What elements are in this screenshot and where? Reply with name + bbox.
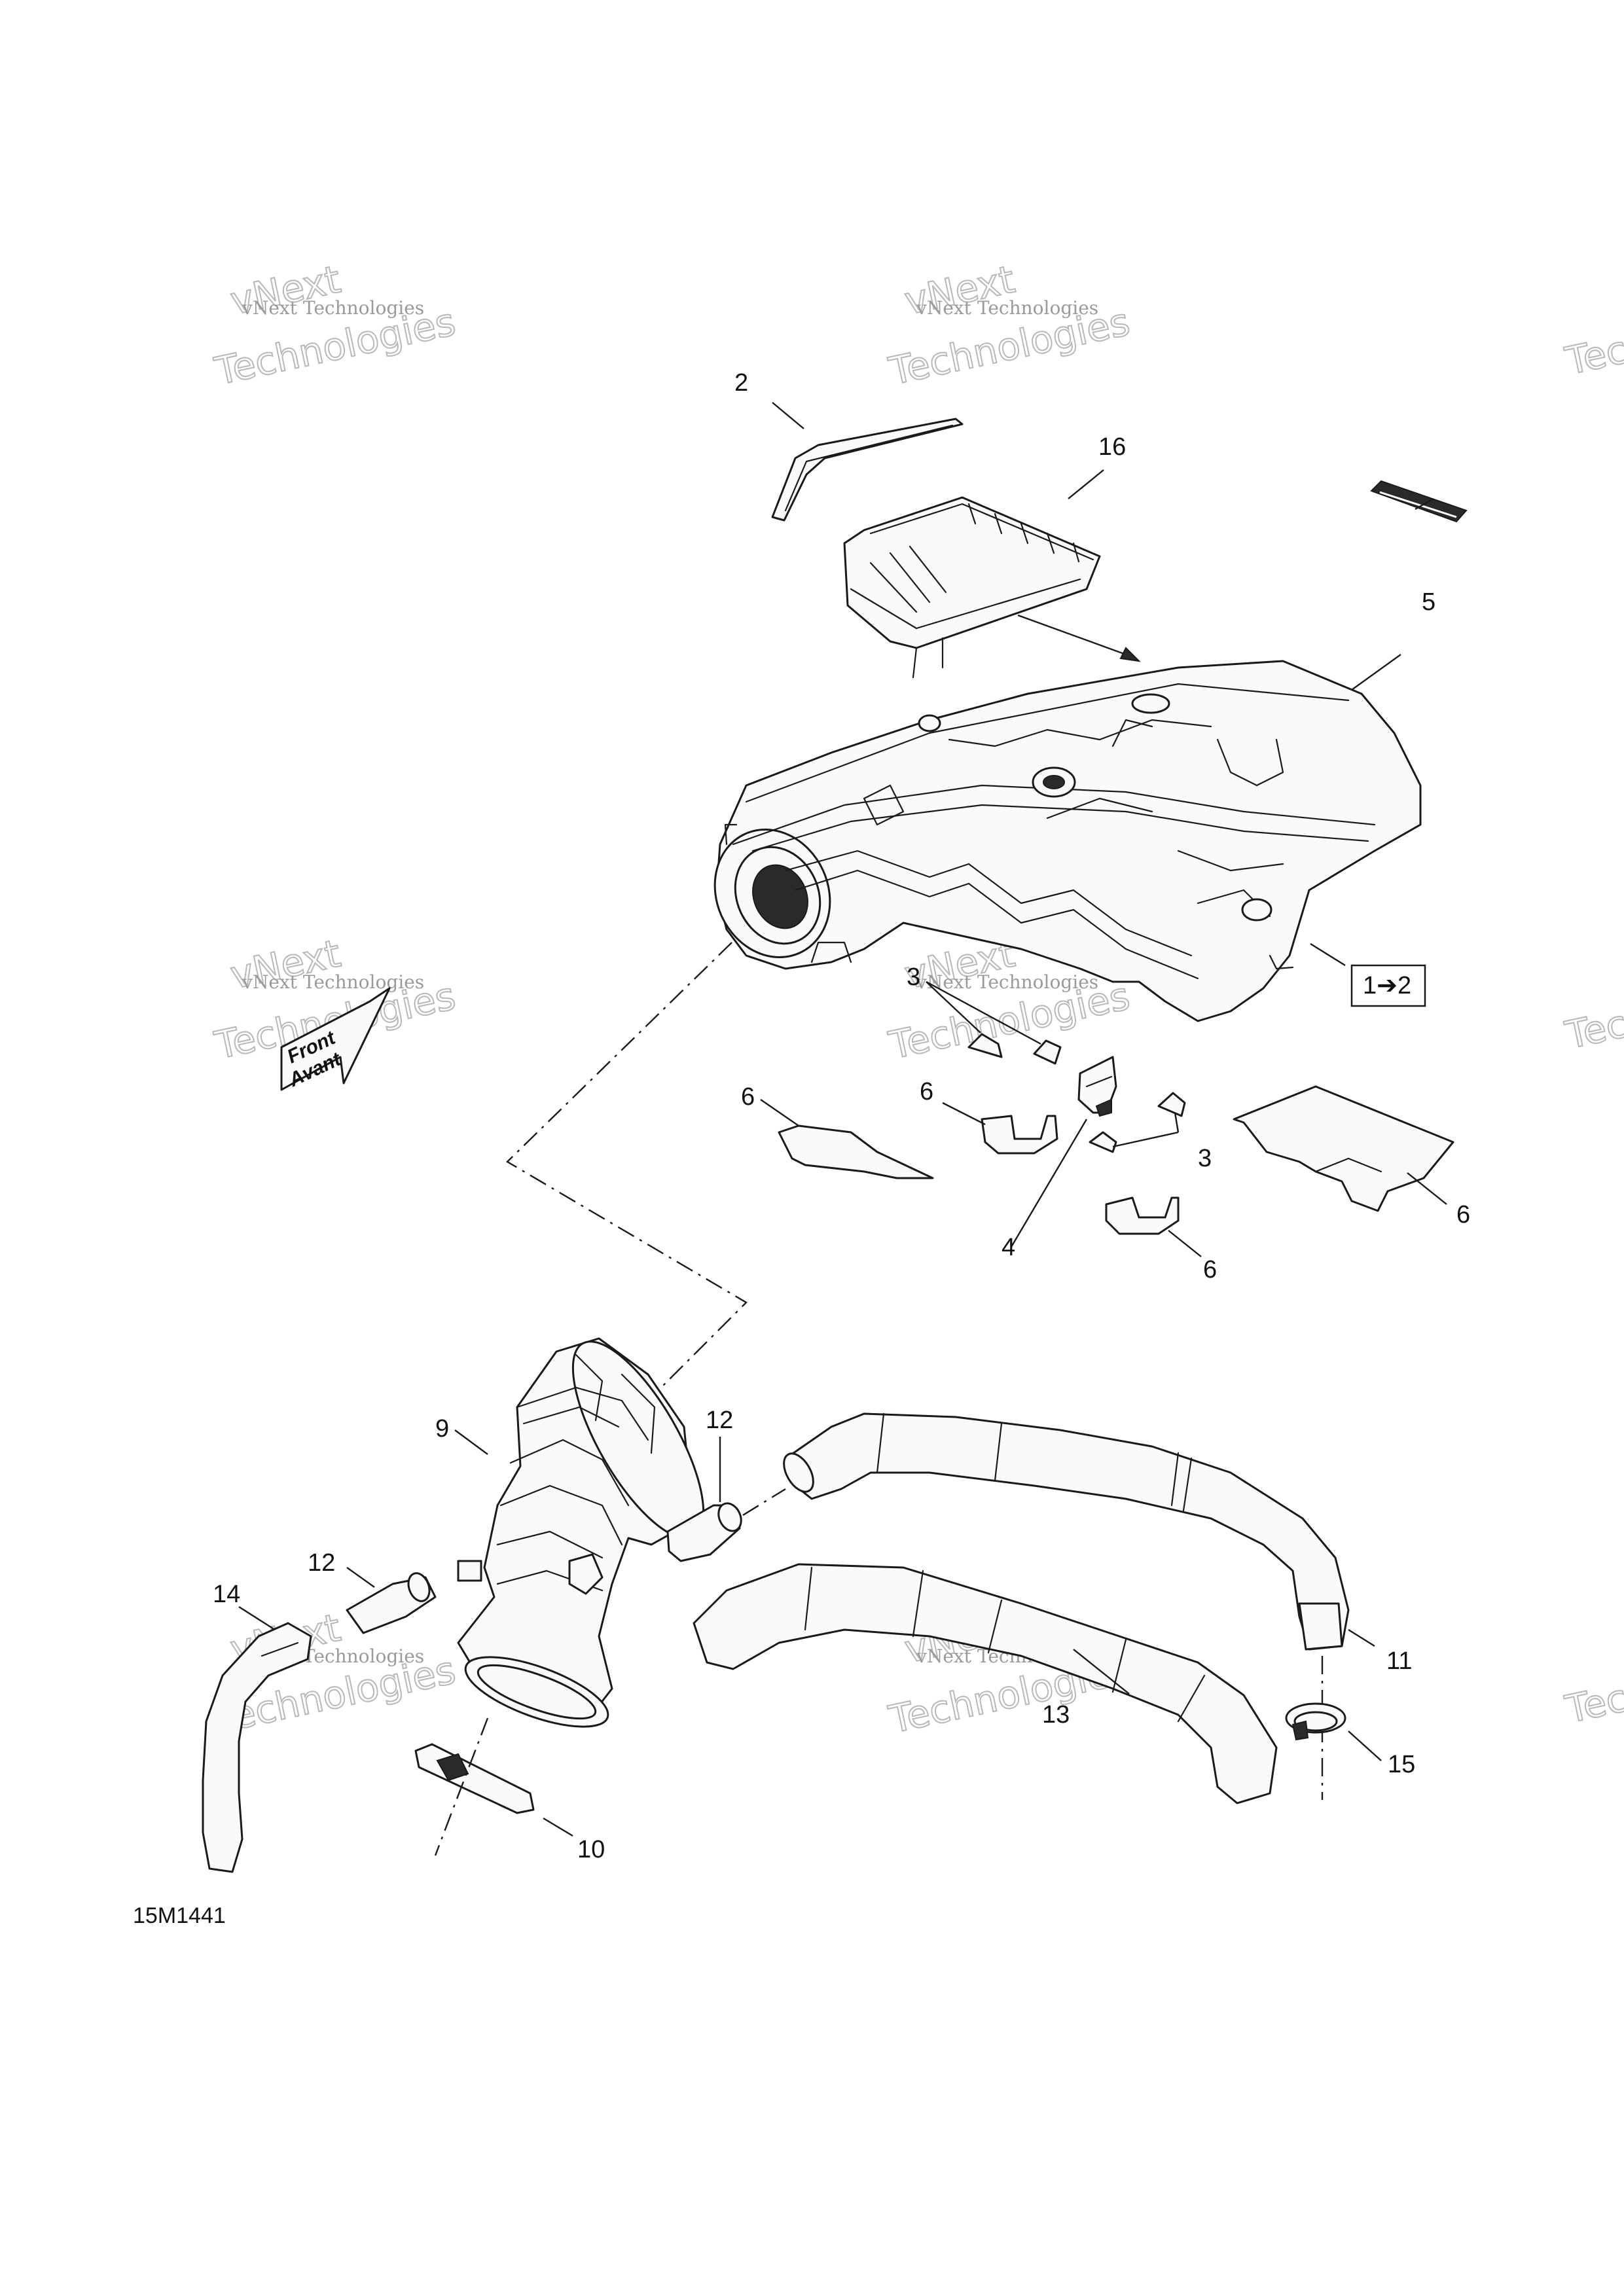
part-3-clips-upper (926, 980, 1062, 1065)
callout-11: 11 (1386, 1647, 1412, 1675)
watermark-top-left: vNext vNext Technologies Technologies (210, 256, 460, 394)
callout-12-left: 12 (308, 1549, 335, 1577)
air-box-housing (713, 660, 1422, 1022)
callout-6-lower: 6 (1203, 1256, 1217, 1283)
svg-text:Technologies: Technologies (1561, 963, 1624, 1058)
part-4-grommet (1010, 1056, 1117, 1247)
part-9-intake-tube (454, 1337, 705, 1728)
part-13-large-hose (693, 1563, 1278, 1804)
callout-2: 2 (734, 369, 748, 397)
part-6-bracket-center (942, 1102, 1058, 1155)
callout-3-upper: 3 (907, 963, 920, 991)
callout-14: 14 (213, 1581, 240, 1608)
part-6-seal-right (1233, 1085, 1454, 1212)
part-11-hose (783, 1412, 1375, 1800)
svg-text:vNext Technologies: vNext Technologies (916, 971, 1098, 993)
svg-text:Technologies: Technologies (1561, 1638, 1624, 1732)
watermark-top-center: vNext vNext Technologies Technologies (884, 256, 1134, 394)
callout-6-right: 6 (1456, 1201, 1470, 1229)
watermark-top-right: Technologies (1561, 289, 1624, 384)
callout-6-left: 6 (741, 1083, 755, 1111)
callout-4: 4 (1001, 1234, 1015, 1261)
svg-text:vNext Technologies: vNext Technologies (916, 297, 1098, 319)
reference-box: 1➔2 (1310, 942, 1426, 1007)
assembly-line-9 (506, 942, 748, 1391)
watermark-low-right: Technologies (1561, 1637, 1624, 1732)
callout-3-lower: 3 (1198, 1145, 1212, 1172)
part-12-fitting-left (346, 1567, 437, 1634)
part-10-clamp (414, 1717, 573, 1856)
callout-6-center: 6 (920, 1078, 933, 1105)
part-14-hose (202, 1605, 312, 1873)
part-12-fitting-right (666, 1437, 786, 1562)
install-arrow (1017, 614, 1141, 662)
part-2-seal (771, 402, 964, 522)
svg-text:vNext Technologies: vNext Technologies (242, 297, 424, 319)
callout-10: 10 (577, 1836, 605, 1863)
part-6-seal-left (760, 1099, 934, 1179)
part-15-clamp (1285, 1702, 1382, 1761)
callout-9: 9 (435, 1415, 449, 1443)
part-16-air-filter (843, 469, 1104, 679)
callout-13: 13 (1042, 1701, 1070, 1729)
svg-text:1➔2: 1➔2 (1363, 972, 1411, 999)
callout-16: 16 (1098, 433, 1126, 461)
callout-12-right: 12 (706, 1407, 733, 1434)
svg-text:Technologies: Technologies (1561, 289, 1624, 384)
callout-5: 5 (1422, 588, 1435, 616)
part-3-clips-lower (1089, 1092, 1186, 1153)
svg-text:vNext Technologies: vNext Technologies (242, 971, 424, 993)
callout-15: 15 (1388, 1751, 1415, 1778)
part-6-bracket-lower (1105, 1196, 1202, 1257)
figure-code: 15M1441 (133, 1903, 226, 1928)
watermark-mid-right: Technologies (1561, 963, 1624, 1058)
